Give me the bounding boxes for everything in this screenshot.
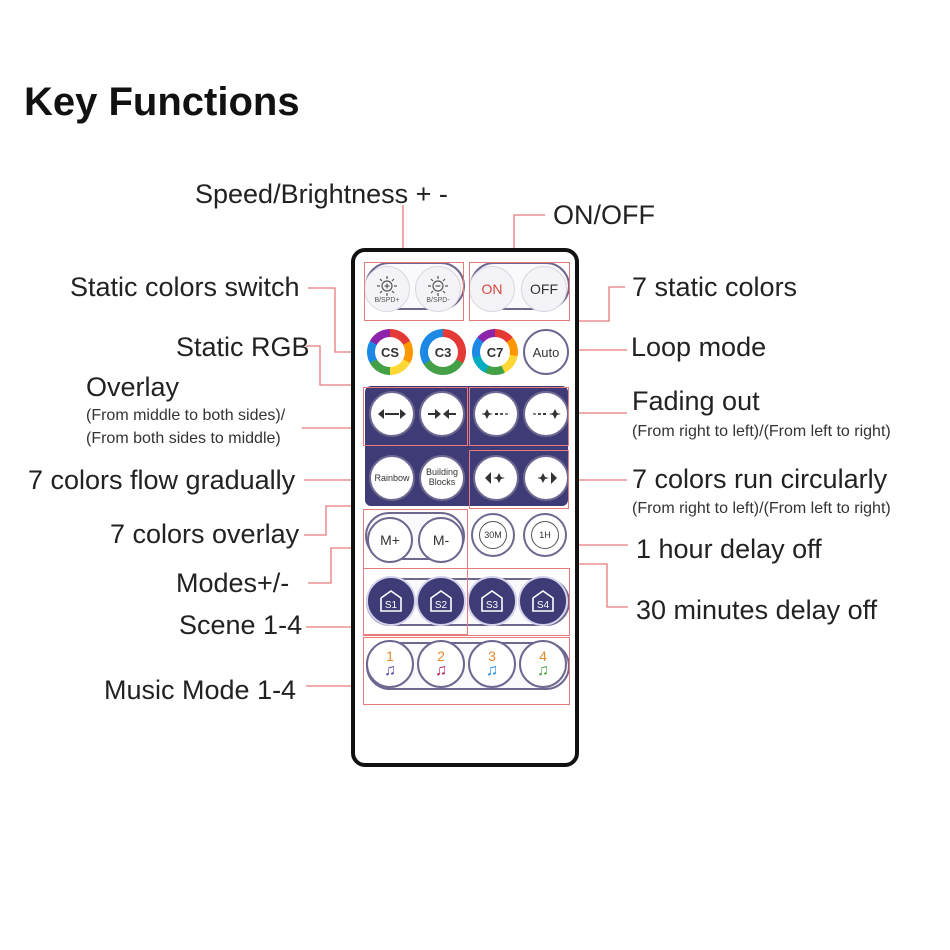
music-3-number: 3 xyxy=(488,648,496,664)
s3-label: S3 xyxy=(485,600,499,611)
brightness-plus-button[interactable]: B/SPD+ xyxy=(364,266,410,312)
frame-fading xyxy=(469,387,569,446)
circular-left-icon xyxy=(485,472,505,484)
label-run-circularly-sub: (From right to left)/(From left to right… xyxy=(632,500,891,517)
circular-right-to-left-button[interactable] xyxy=(473,455,519,501)
label-scene: Scene 1-4 xyxy=(179,610,303,640)
label-fading-out-sub: (From right to left)/(From left to right… xyxy=(632,423,891,440)
label-on-off: ON/OFF xyxy=(553,200,655,230)
off-button[interactable]: OFF xyxy=(521,266,567,312)
timer-1h-button[interactable]: 1H xyxy=(523,513,567,557)
sun-plus-icon xyxy=(376,275,397,296)
arrows-inward-icon xyxy=(428,409,456,419)
timer-icon: 30M xyxy=(479,521,507,549)
label-run-circularly: 7 colors run circularly xyxy=(632,464,888,494)
frame-circular xyxy=(469,450,569,509)
s2-label: S2 xyxy=(434,600,448,611)
label-seven-static-colors: 7 static colors xyxy=(632,272,798,302)
c3-label: C3 xyxy=(428,337,458,367)
label-colors-overlay: 7 colors overlay xyxy=(110,519,300,549)
t1h-label: 1H xyxy=(539,530,551,540)
t30-label: 30M xyxy=(484,530,502,540)
scene-1-button[interactable]: S1 xyxy=(366,576,416,626)
c7-button[interactable]: C7 xyxy=(472,329,518,375)
music-4-button[interactable]: 4 ♫ xyxy=(519,640,567,688)
fade-right-to-left-button[interactable] xyxy=(473,391,519,437)
music-1-button[interactable]: 1 ♫ xyxy=(366,640,414,688)
circular-right-icon xyxy=(537,472,557,484)
label-overlay-sub2: (From both sides to middle) xyxy=(86,430,281,447)
music-note-icon: ♫ xyxy=(486,662,498,679)
sun-minus-icon xyxy=(428,275,448,296)
s1-label: S1 xyxy=(384,600,398,611)
overlay-inward-button[interactable] xyxy=(419,391,465,437)
fade-left-to-right-button[interactable] xyxy=(523,391,569,437)
on-button[interactable]: ON xyxy=(469,266,515,312)
label-overlay: Overlay xyxy=(86,372,180,402)
b-spd-minus-label: B/SPD- xyxy=(426,296,450,304)
label-speed-brightness: Speed/Brightness + - xyxy=(195,179,448,209)
arrows-outward-icon xyxy=(378,409,406,419)
label-modes: Modes+/- xyxy=(176,568,290,598)
timer-icon: 1H xyxy=(531,521,559,549)
scene-2-button[interactable]: S2 xyxy=(416,576,466,626)
frame-music-row xyxy=(363,637,570,705)
label-overlay-sub1: (From middle to both sides)/ xyxy=(86,407,286,424)
house-icon xyxy=(481,590,503,612)
overlay-outward-button[interactable] xyxy=(369,391,415,437)
label-music-mode: Music Mode 1-4 xyxy=(104,675,297,705)
label-static-rgb: Static RGB xyxy=(176,332,310,362)
label-loop-mode: Loop mode xyxy=(631,332,767,362)
cs-button[interactable]: CS xyxy=(367,329,413,375)
frame-overlay xyxy=(363,387,468,446)
label-flow-gradually: 7 colors flow gradually xyxy=(28,465,296,495)
scene-3-button[interactable]: S3 xyxy=(467,576,517,626)
label-hour-delay: 1 hour delay off xyxy=(636,534,822,564)
auto-button[interactable]: Auto xyxy=(523,329,569,375)
mode-plus-button[interactable]: M+ xyxy=(367,517,413,563)
s4-label: S4 xyxy=(536,600,550,611)
label-static-colors-switch: Static colors switch xyxy=(70,272,300,302)
page-title: Key Functions xyxy=(24,80,300,124)
brightness-minus-button[interactable]: B/SPD- xyxy=(415,266,461,312)
frame-brightness xyxy=(364,262,464,321)
house-icon xyxy=(430,590,452,612)
music-3-button[interactable]: 3 ♫ xyxy=(468,640,516,688)
music-2-button[interactable]: 2 ♫ xyxy=(417,640,465,688)
mode-minus-button[interactable]: M- xyxy=(418,517,464,563)
building-blocks-button[interactable]: Building Blocks xyxy=(419,455,465,501)
house-icon xyxy=(532,590,554,612)
frame-power xyxy=(469,262,570,321)
c7-label: C7 xyxy=(480,337,510,367)
music-note-icon: ♫ xyxy=(435,662,447,679)
b-spd-plus-label: B/SPD+ xyxy=(374,296,400,304)
music-4-number: 4 xyxy=(539,648,547,664)
music-2-number: 2 xyxy=(437,648,445,664)
music-note-icon: ♫ xyxy=(537,662,549,679)
frame-scene-row xyxy=(363,568,570,636)
cs-label: CS xyxy=(375,337,405,367)
label-fading-out: Fading out xyxy=(632,386,760,416)
timer-30m-button[interactable]: 30M xyxy=(471,513,515,557)
house-icon xyxy=(380,590,402,612)
scene-4-button[interactable]: S4 xyxy=(518,576,568,626)
music-note-icon: ♫ xyxy=(384,662,396,679)
label-minutes-delay: 30 minutes delay off xyxy=(636,595,878,625)
rainbow-button[interactable]: Rainbow xyxy=(369,455,415,501)
fade-right-icon xyxy=(481,409,508,419)
fade-left-icon xyxy=(533,409,561,419)
music-1-number: 1 xyxy=(386,648,394,664)
c3-button[interactable]: C3 xyxy=(420,329,466,375)
